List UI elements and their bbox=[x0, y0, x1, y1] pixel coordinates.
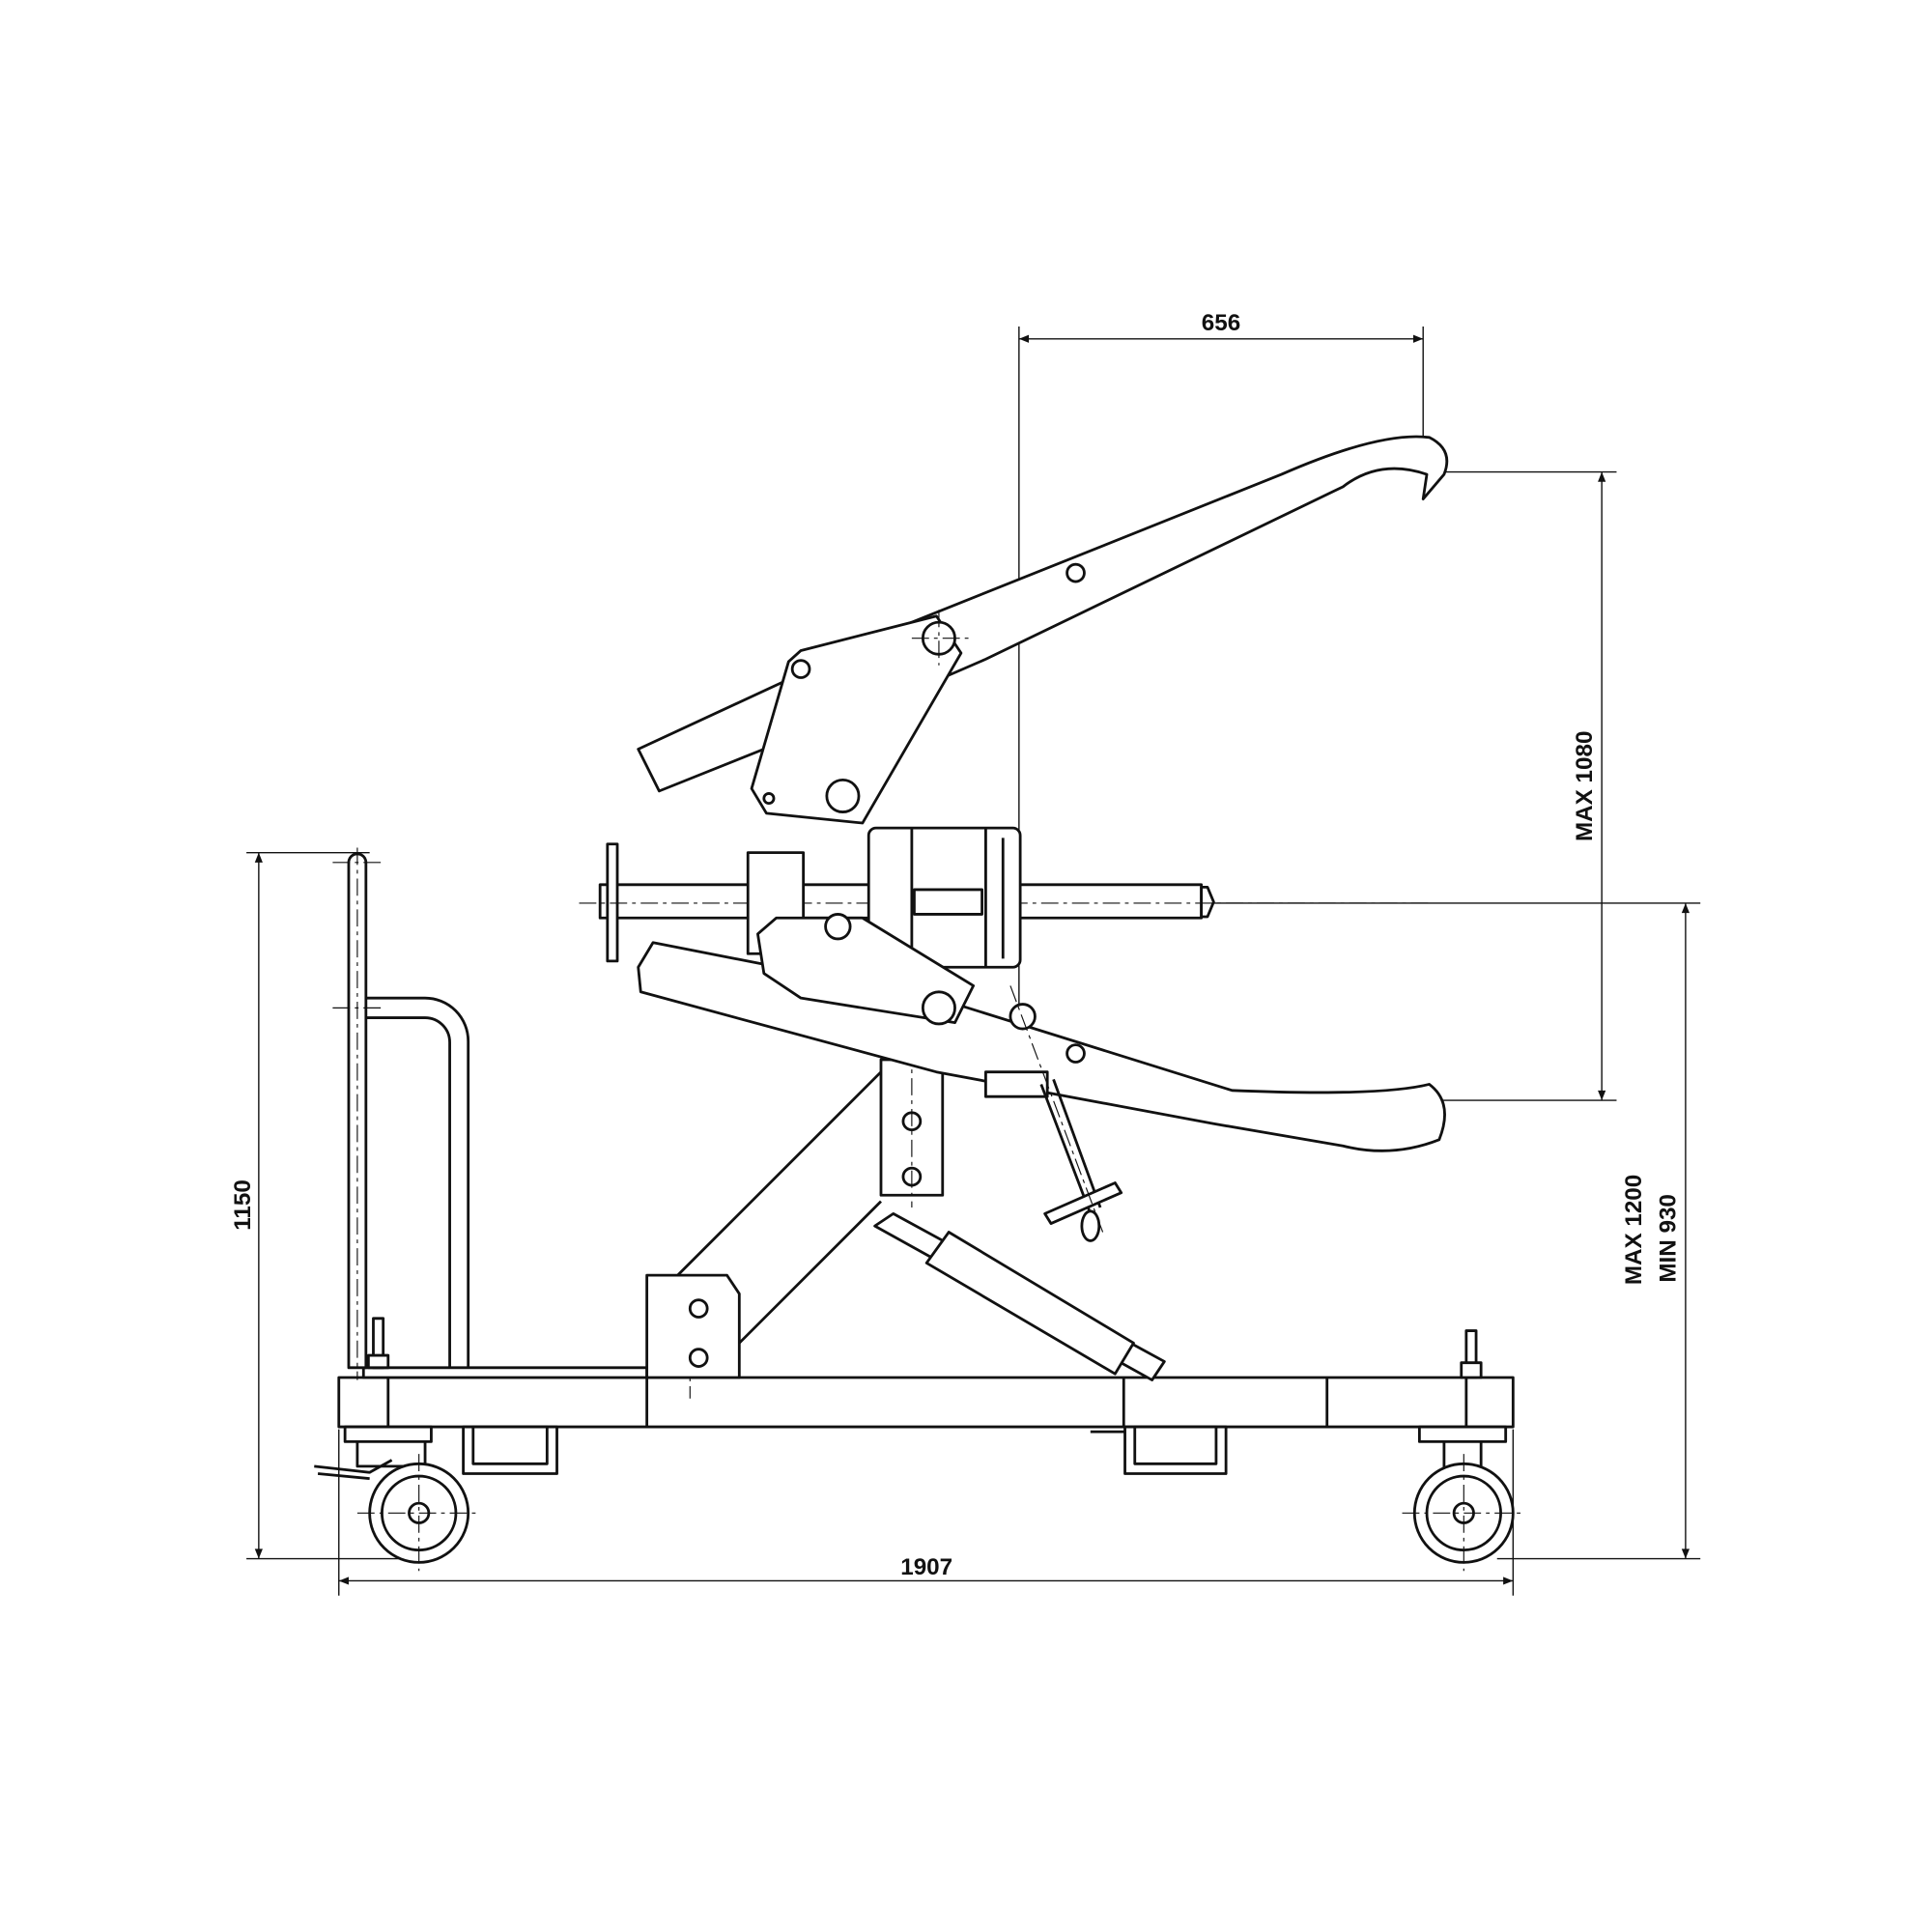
caster-wheel bbox=[1402, 1425, 1526, 1572]
lift-mechanism bbox=[645, 1047, 1166, 1381]
upper-clamp-arm bbox=[637, 435, 1449, 825]
dimension-label-656: 656 bbox=[1202, 310, 1240, 336]
base-frame bbox=[337, 1355, 1515, 1475]
dimension-label-max-1200: MAX 1200 bbox=[1621, 1175, 1647, 1285]
dimension-label-1150: 1150 bbox=[230, 1179, 256, 1231]
dimension-656: 656 bbox=[1018, 310, 1424, 1079]
dimension-1150: 1150 bbox=[230, 851, 407, 1560]
lifting-eye-right bbox=[1460, 1329, 1483, 1379]
lifting-eye-left bbox=[366, 1317, 390, 1370]
t-handle-adjuster bbox=[1009, 985, 1123, 1242]
dimension-label-min-930: MIN 930 bbox=[1656, 1194, 1682, 1283]
dimension-1907: 1907 bbox=[338, 1429, 1515, 1596]
caster-wheel-braked bbox=[314, 1425, 481, 1572]
dimension-max-1200-min-930: MAX 1200 MIN 930 bbox=[1213, 902, 1701, 1560]
dimension-max-1080: MAX 1080 bbox=[1429, 470, 1617, 1101]
push-handle bbox=[332, 847, 470, 1380]
dimension-label-1907: 1907 bbox=[900, 1554, 952, 1580]
lower-clamp-arm bbox=[637, 913, 1446, 1152]
drive-shaft bbox=[579, 826, 1430, 969]
dimension-label-max-1080: MAX 1080 bbox=[1572, 731, 1598, 841]
